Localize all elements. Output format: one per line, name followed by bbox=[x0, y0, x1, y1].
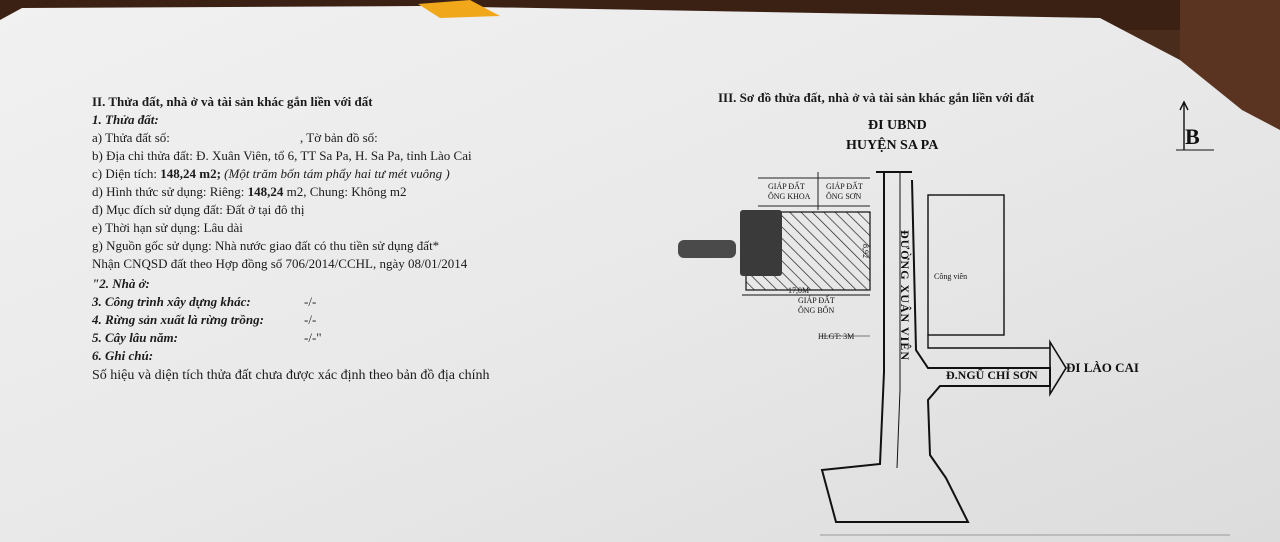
plot-number-row: a) Thửa đất số: , Tờ bản đồ số: bbox=[92, 130, 378, 146]
other-works-row: 3. Công trình xây dựng khác: -/- bbox=[92, 294, 316, 310]
arrow-right-icon bbox=[1049, 339, 1067, 397]
origin-line: g) Nguồn gốc sử dụng: Nhà nước giao đất … bbox=[92, 238, 440, 253]
other-works-value: -/- bbox=[304, 294, 317, 309]
map-sheet-label: , Tờ bản đồ số: bbox=[300, 130, 378, 145]
usage-form-value: 148,24 bbox=[247, 184, 284, 199]
land-heading: 1. Thửa đất: bbox=[92, 112, 159, 127]
house-heading: "2. Nhà ở: bbox=[92, 276, 150, 291]
notes-text: Số hiệu và diện tích thửa đất chưa được … bbox=[92, 368, 490, 383]
area-prefix: c) Diện tích: bbox=[92, 166, 161, 181]
compass-letter: B bbox=[1185, 124, 1200, 149]
adj-left-line1: GIÁP ĐẤT bbox=[768, 182, 805, 191]
forest-label: 4. Rừng sản xuất là rừng trồng: bbox=[92, 312, 264, 327]
section-title-iii: III. Sơ đồ thửa đất, nhà ở và tài sản kh… bbox=[718, 90, 1035, 105]
adjacent-owner-left: GIÁP ĐẤT ÔNG KHOA bbox=[768, 182, 810, 202]
park-label: Công viên bbox=[934, 272, 968, 281]
adj-right-line2: ÔNG SƠN bbox=[826, 192, 862, 201]
notes-heading: 6. Ghi chú: bbox=[92, 348, 154, 363]
area-words: (Một trăm bốn tám phẩy hai tư mét vuông … bbox=[220, 166, 450, 181]
trees-value: -/-" bbox=[304, 330, 322, 345]
section-title-ii: II. Thửa đất, nhà ở và tài sản khác gắn … bbox=[92, 94, 373, 109]
trees-row: 5. Cây lâu năm: -/-" bbox=[92, 330, 322, 346]
adj-bottom-line1: GIÁP ĐẤT bbox=[798, 296, 835, 305]
dimension-width: 17,0M bbox=[788, 286, 810, 295]
adjacent-owner-bottom: GIÁP ĐẤT ÔNG BỐN bbox=[798, 296, 835, 316]
adj-right-line1: GIÁP ĐẤT bbox=[826, 182, 863, 191]
label-to-ubnd: ĐI UBND bbox=[868, 118, 927, 133]
forest-value: -/- bbox=[304, 312, 317, 327]
usage-form-suffix: m2, Chung: Không m2 bbox=[283, 184, 407, 199]
label-huyen-sa-pa: HUYỆN SA PA bbox=[846, 138, 939, 153]
setback-label: HLGT: 3M bbox=[818, 332, 855, 341]
plot-number-label: a) Thửa đất số: bbox=[92, 130, 170, 145]
road-name-xuan-vien: ĐƯỜNG XUÂN VIÊN bbox=[898, 230, 912, 362]
purpose-line: đ) Mục đích sử dụng đất: Đất ở tại đô th… bbox=[92, 202, 305, 217]
park-area bbox=[927, 194, 1005, 336]
redacted-area bbox=[678, 210, 782, 276]
area-line: c) Diện tích: 148,24 m2; (Một trăm bốn t… bbox=[92, 166, 450, 182]
usage-form-line: d) Hình thức sử dụng: Riêng: 148,24 m2, … bbox=[92, 184, 407, 200]
adjacent-owner-right: GIÁP ĐẤT ÔNG SƠN bbox=[826, 182, 863, 202]
usage-form-prefix: d) Hình thức sử dụng: Riêng: bbox=[92, 184, 248, 199]
address-line: b) Địa chỉ thửa đất: Đ. Xuân Viên, tổ 6,… bbox=[92, 148, 472, 163]
north-arrow-icon bbox=[1176, 100, 1214, 151]
label-to-lao-cai: ĐI LÀO CAI bbox=[1066, 360, 1139, 375]
trees-label: 5. Cây lâu năm: bbox=[92, 330, 178, 345]
yellow-sticky-note bbox=[418, 0, 500, 18]
term-line: e) Thời hạn sử dụng: Lâu dài bbox=[92, 220, 243, 235]
area-value: 148,24 m2; bbox=[160, 166, 221, 181]
forest-row: 4. Rừng sản xuất là rừng trồng: -/- bbox=[92, 312, 316, 328]
contract-line: Nhận CNQSD đất theo Hợp đồng số 706/2014… bbox=[92, 256, 468, 271]
street-ngu-chi-son: Đ.NGŨ CHỈ SƠN bbox=[946, 368, 1038, 382]
dimension-side: 8,92 bbox=[861, 244, 870, 258]
other-works-label: 3. Công trình xây dựng khác: bbox=[92, 294, 251, 309]
adj-left-line2: ÔNG KHOA bbox=[768, 192, 811, 201]
adj-bottom-line2: ÔNG BỐN bbox=[798, 306, 835, 315]
